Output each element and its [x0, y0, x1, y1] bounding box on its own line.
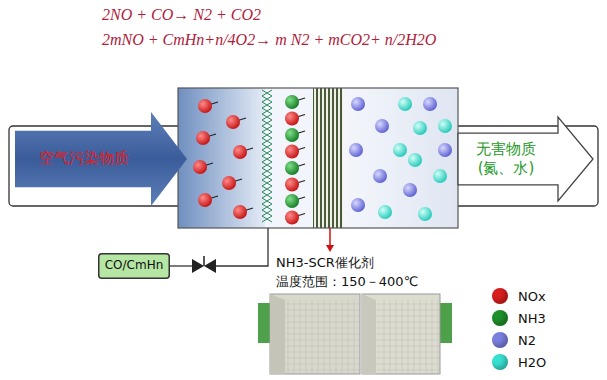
- legend-swatch: [492, 310, 508, 326]
- legend-row: NH3: [492, 310, 546, 326]
- reaction-formula: 2NO + CO→ N2 + CO2: [102, 6, 261, 24]
- temperature-range: 温度范围：150－400℃: [276, 273, 418, 291]
- legend-text: NOx: [518, 289, 546, 304]
- node-text: 空气污染物质: [24, 149, 144, 169]
- legend-swatch: [492, 332, 508, 348]
- legend-text: NH3: [518, 311, 546, 326]
- supply-box: CO/CmHn: [98, 253, 170, 279]
- node-text: 无害物质 (氮、水): [472, 140, 540, 179]
- catalyst-name: NH3-SCR催化剂: [276, 254, 374, 272]
- node-text: CO/CmHn: [105, 258, 164, 274]
- legend-text: H2O: [518, 355, 546, 370]
- legend-row: NOx: [492, 288, 546, 304]
- flow-arrow: 空气污染物质: [15, 112, 187, 206]
- flow-arrow: 无害物质 (氮、水): [458, 116, 594, 202]
- legend-row: H2O: [492, 354, 546, 370]
- legend-row: N2: [492, 332, 536, 348]
- legend-swatch: [492, 354, 508, 370]
- reaction-formula: 2mNO + CmHn+n/4O2→ m N2 + mCO2+ n/2H2O: [102, 31, 436, 49]
- legend-text: N2: [518, 333, 536, 348]
- legend-swatch: [492, 288, 508, 304]
